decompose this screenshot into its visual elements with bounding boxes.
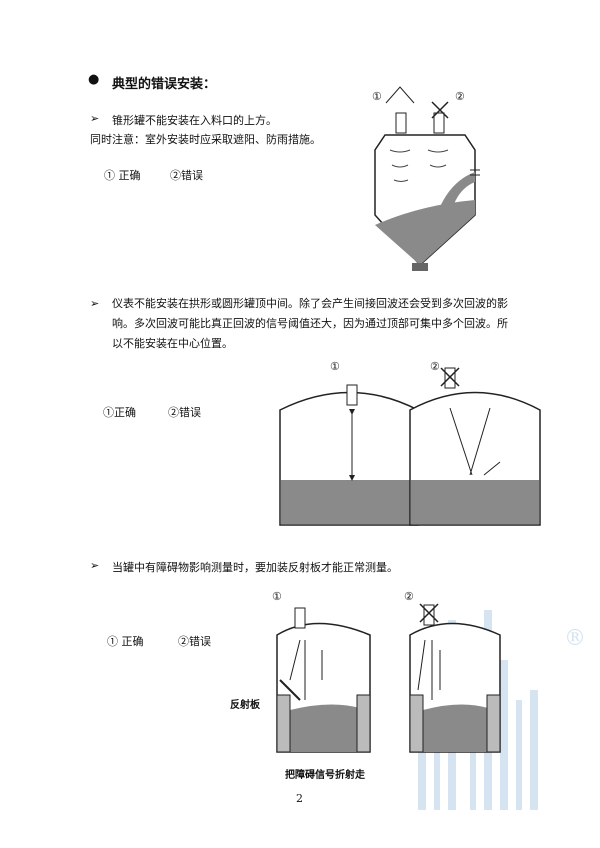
s1-line1: 锥形罐不能安装在入料口的上方。 xyxy=(112,114,277,127)
mark-1: ① xyxy=(272,590,282,603)
page-number: 2 xyxy=(296,792,303,805)
watermark-registered: ® xyxy=(564,626,586,651)
section-heading: 典型的错误安装： xyxy=(112,77,217,92)
arrow-bullet-icon: ➢ xyxy=(90,297,100,310)
reflector-label: 反射板 xyxy=(230,700,260,711)
s3-correct: ① 正确 xyxy=(107,635,144,648)
s3-wrong: ②错误 xyxy=(178,635,211,648)
s2-text: 仪表不能安装在拱形或圆形罐顶中间。除了会产生间接回波还会受到多次回波的影响。多次… xyxy=(112,297,508,350)
mark-2: ② xyxy=(404,590,414,603)
bullet-icon: ● xyxy=(88,72,100,87)
s1-wrong: ②错误 xyxy=(170,169,203,182)
mark-1: ① xyxy=(330,360,340,373)
s2-wrong: ②错误 xyxy=(168,406,201,419)
s1-correct: ① 正确 xyxy=(104,169,141,182)
s1-line2: 同时注意：室外安装时应采取遮阳、防雨措施。 xyxy=(90,133,321,146)
mark-2: ② xyxy=(455,90,465,103)
arrow-bullet-icon: ➢ xyxy=(90,559,100,572)
arrow-bullet-icon: ➢ xyxy=(90,112,100,125)
mark-2: ② xyxy=(430,360,440,373)
mark-1: ① xyxy=(372,90,382,103)
s2-correct: ①正确 xyxy=(103,406,136,419)
figure-caption: 把障碍信号折射走 xyxy=(285,770,365,781)
s3-text: 当罐中有障碍物影响测量时，要加装反射板才能正常测量。 xyxy=(112,561,398,574)
